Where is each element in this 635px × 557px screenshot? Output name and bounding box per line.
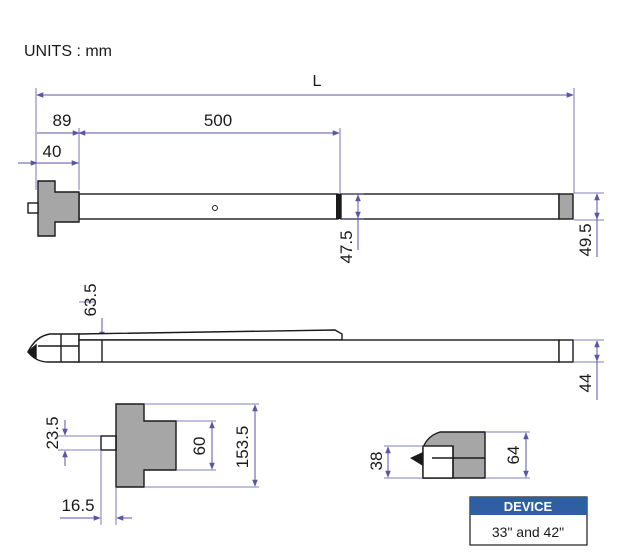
bar-side [78,339,560,363]
dim-label-89: 89 [53,111,72,130]
push-pad [78,329,343,341]
mechanism-housing [37,180,80,237]
push-bar-rear [340,193,560,220]
device-box-value: 33" and 42" [492,524,564,540]
bar-joint [336,194,341,219]
screw-hole [212,205,218,211]
end-cap [558,193,574,220]
device-box-header [470,497,587,515]
end-view: 23.5 60 153.5 16.5 [43,403,259,525]
dim-label-500: 500 [204,111,232,130]
latch-tip [26,343,37,360]
top-view: L 89 500 40 47.5 49.5 [18,73,604,264]
mechanism-detail-inner [422,445,454,479]
dim-label-63-5: 63.5 [81,283,100,316]
housing-end [115,403,177,488]
dim-label-44: 44 [576,374,595,393]
dim-label-153-5: 153.5 [233,426,252,469]
latch-end [100,435,117,451]
device-box: DEVICE 33" and 42" [469,496,588,546]
units-label: UNITS : mm [24,43,112,60]
dim-label-47-5: 47.5 [337,230,356,263]
mechanism-detail: 38 64 [367,431,530,479]
dim-label-60: 60 [190,437,209,456]
push-bar-front [78,193,339,220]
side-view: 63.5 44 [26,283,604,400]
dim-label-49-5: 49.5 [576,223,595,256]
dim-label-64: 64 [504,446,523,465]
device-box-header-label: DEVICE [504,499,553,514]
latch-bolt [27,202,39,214]
mechanism-detail-tip [410,452,423,466]
dim-label-overall: L [313,73,322,90]
end-cap-side [558,339,574,363]
dim-label-40: 40 [43,142,62,161]
dim-label-16-5: 16.5 [61,496,94,515]
dim-label-23-5: 23.5 [43,416,62,449]
dim-label-38: 38 [367,452,386,471]
